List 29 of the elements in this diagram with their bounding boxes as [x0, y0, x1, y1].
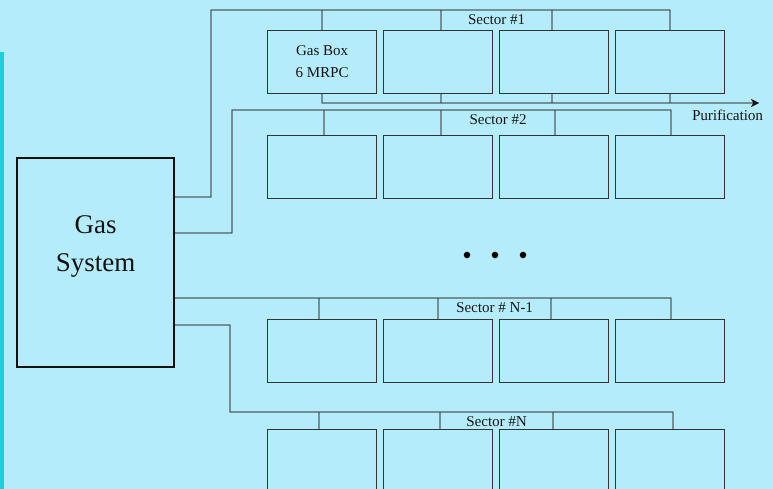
gas-box: [383, 30, 493, 94]
gas-box: [499, 319, 609, 383]
system-label: Gas System: [54, 208, 136, 279]
gas-box: [615, 429, 725, 489]
gas-box: [267, 135, 377, 199]
gas-box: [267, 30, 377, 94]
arrow: [670, 94, 760, 107]
gas-box: [499, 30, 609, 94]
gas-box: [615, 30, 725, 94]
gas-box: [499, 135, 609, 199]
gas-box: [383, 429, 493, 489]
sector-label: Sector #2: [469, 112, 527, 129]
gas-box: [267, 429, 377, 489]
process-box: [16, 157, 175, 368]
outlet-label: Purification: [692, 107, 763, 126]
gas-line: [174, 298, 672, 320]
gas-line: [174, 324, 674, 430]
gas-box: [383, 319, 493, 383]
gas-line: [174, 110, 672, 234]
box-label: Gas Box 6 MRPC: [294, 42, 350, 83]
gas-box: [383, 135, 493, 199]
gas-box: [499, 429, 609, 489]
gas-box: [615, 319, 725, 383]
gas-box: [267, 319, 377, 383]
gas-box: [615, 135, 725, 199]
sector-label: Sector #1: [468, 12, 526, 29]
sector-label: Sector # N-1: [456, 300, 533, 317]
sector-label: Sector #N: [466, 414, 527, 431]
gas-line: [174, 10, 670, 198]
